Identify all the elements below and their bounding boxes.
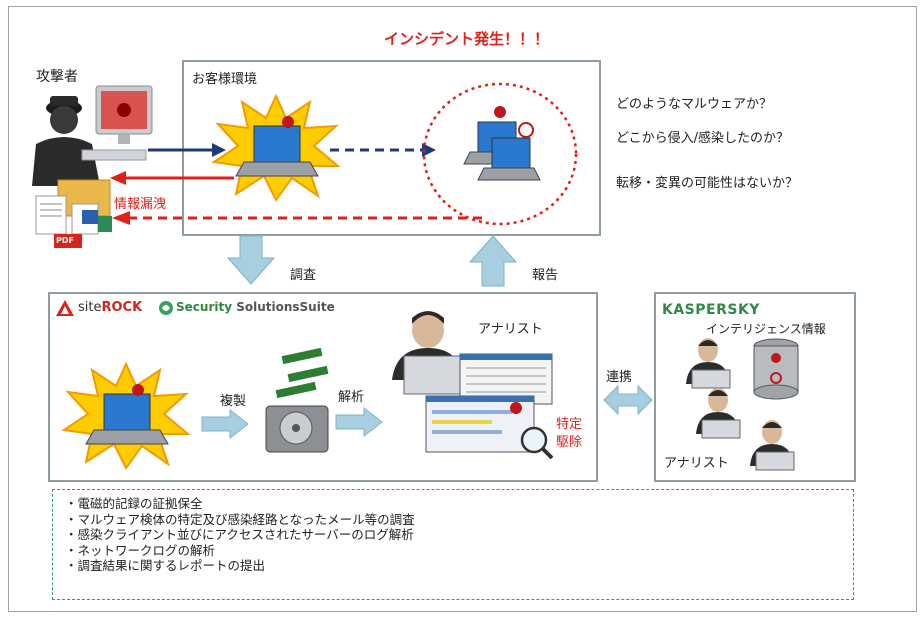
attack-arrow [148,143,226,157]
investigate-label: 調査 [290,268,317,283]
analysis-infected-laptop-icon [61,361,191,470]
question-3: 転移・変異の可能性はないか？ [616,176,799,191]
leak-label: 情報漏洩 [114,197,167,212]
question-2: どこから侵入/感染したのか？ [616,131,789,146]
outer-frame [8,6,917,612]
duplicate-label: 複製 [220,394,247,409]
spread-arrow [330,143,436,157]
attacker-label: 攻撃者 [36,69,78,85]
leak-arrow [110,171,234,185]
identify-label: 特定 [556,417,583,432]
service-item: ・マルウェア検体の特定及び感染経路となったメール等の調査 [65,511,415,527]
customer-env-label: お客様環境 [192,72,258,87]
intelligence-label: インテリジェンス情報 [706,322,826,336]
service-item: ・感染クライアント並びにアクセスされたサーバーのログ解析 [65,527,414,542]
report-label: 報告 [532,268,559,283]
leak-dashed-arrow [112,211,486,225]
remove-label: 駆除 [556,435,583,450]
pdf-label: PDF [56,236,74,245]
analyze-arrow [335,406,383,438]
infected-network-circle [422,82,578,226]
attacker-icon [32,85,153,186]
infected-laptop-burst-icon [211,93,341,202]
report-arrow [468,235,518,287]
siterock-logo-icon [56,300,74,316]
service-items-box: ・電磁的記録の証拠保全 ・マルウェア検体の特定及び感染経路となったメール等の調査… [52,489,854,600]
documents-icon [35,179,112,248]
analyst-label: アナリスト [478,322,543,337]
sss-logo-icon [159,301,173,315]
cooperation-label: 連携 [606,370,633,385]
sss-logo: Security SolutionsSuite [176,300,335,314]
cooperation-arrow [603,384,653,416]
duplicate-arrow [201,408,249,440]
kaspersky-analysts-icon [686,338,799,471]
service-item: ・調査結果に関するレポートの提出 [65,558,266,573]
memory-disk-icon [265,347,329,453]
investigate-arrow [226,235,276,285]
analyze-label: 解析 [338,390,365,405]
kaspersky-logo: KASPERSKY [662,302,760,318]
incident-title: インシデント発生！！！ [384,30,550,48]
analyst-workstation-icon [392,311,554,460]
service-item: ・電磁的記録の証拠保全 [65,496,203,511]
question-1: どのようなマルウェアか？ [616,97,773,112]
service-item: ・ネットワークログの解析 [65,542,216,558]
siterock-logo: siteROCK [78,300,143,315]
kaspersky-analyst-label: アナリスト [664,456,729,471]
